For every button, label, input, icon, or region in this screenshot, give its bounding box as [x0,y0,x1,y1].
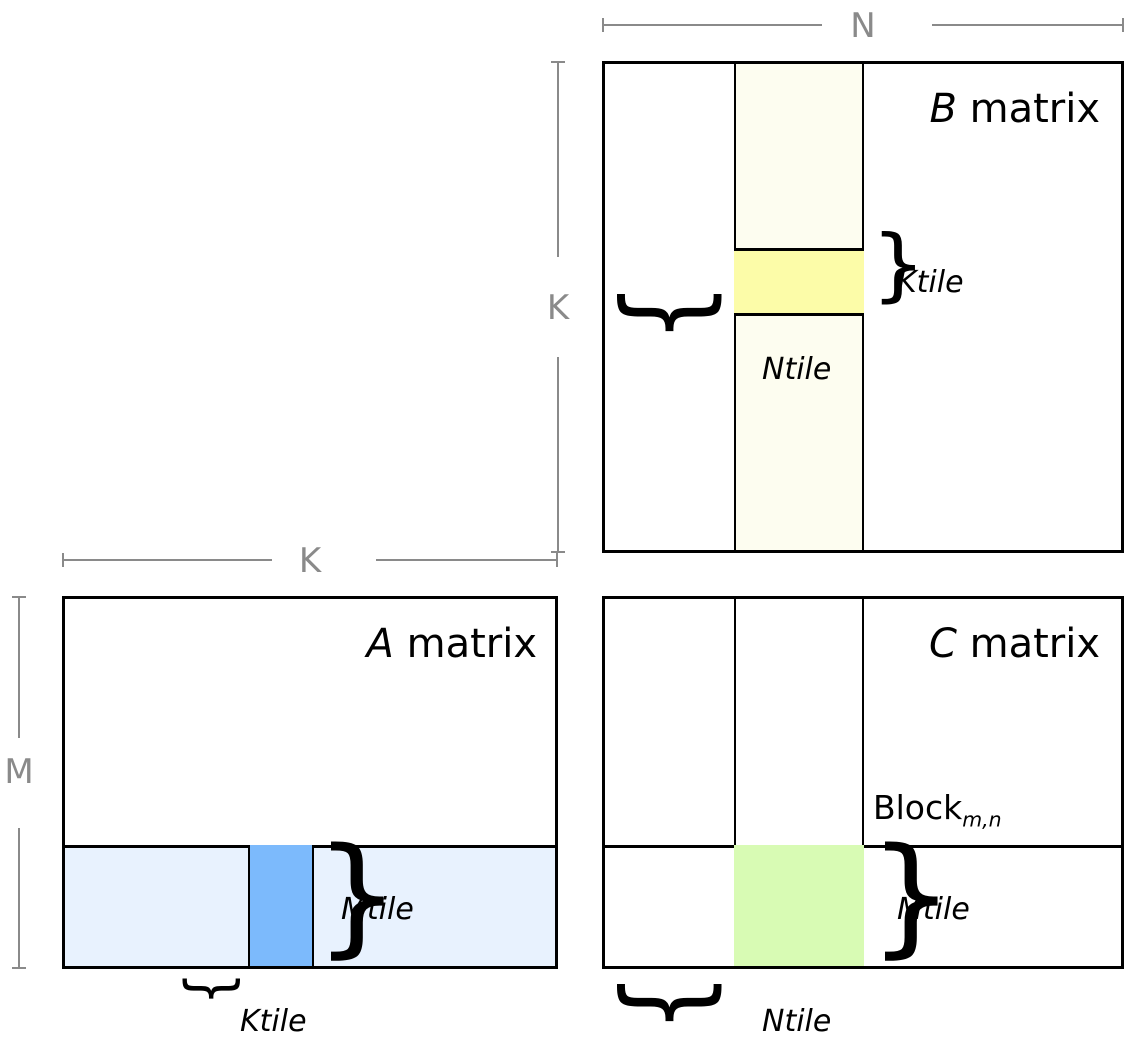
b-matrix-ntile-label: Ntile [762,352,832,387]
b-matrix-ktile-brace: } [871,219,926,311]
dimension-k-horizontal-label: K [298,541,322,581]
dimension-n-cap-left [602,18,604,32]
a-matrix-box: A matrix [62,596,558,969]
c-matrix-column-divider-right [862,599,864,966]
c-matrix-ntile-brace: } [608,972,741,1034]
b-matrix-label-symbol: B [929,86,957,132]
dimension-k-vertical [551,61,565,553]
a-matrix-label-symbol: A [366,621,394,667]
dimension-k-vertical-cap-top [551,61,565,63]
dimension-k-vertical-cap-bottom [551,551,565,553]
dimension-n-segment-left [604,24,822,26]
dimension-n-label: N [850,6,876,46]
b-matrix-ktile-label: Ktile [897,265,964,300]
c-matrix-column-divider-left [734,599,736,966]
b-matrix-ntile-brace: } [608,282,741,344]
b-matrix-tile [734,248,864,316]
a-matrix-label-text: matrix [393,621,537,667]
dimension-k-vertical-label: K [546,288,570,328]
a-matrix-label: A matrix [65,621,537,667]
dimension-n-segment-right [932,24,1122,26]
dimension-m-vertical [12,596,26,969]
dimension-k-horizontal [62,553,558,567]
c-matrix-tile [734,845,864,966]
a-matrix-ktile-label: Ktile [240,1004,307,1039]
c-matrix-block-label-subscript: m,n [962,807,1002,832]
c-matrix-label: C matrix [605,621,1100,667]
c-matrix-ntile-label: Ntile [762,1004,832,1039]
dimension-m-segment-bottom [18,828,20,967]
a-matrix-mtile-brace: } [314,820,401,972]
c-matrix-label-symbol: C [928,621,957,667]
dimension-k-vertical-segment-bottom [557,357,559,551]
dimension-m-label: M [4,752,34,792]
dimension-k-horizontal-segment-right [376,559,556,561]
c-matrix-mtile-brace: } [868,820,955,972]
c-matrix-block-label-base: Block [873,788,963,827]
dimension-m-segment-top [18,598,20,738]
a-matrix-ktile-brace: } [176,972,249,1006]
dimension-k-vertical-segment-top [557,63,559,257]
a-matrix-mtile-label: Mtile [341,892,414,927]
dimension-k-horizontal-cap-left [62,553,64,567]
b-matrix-box: B matrix [602,61,1124,553]
c-matrix-label-text: matrix [956,621,1100,667]
a-matrix-tile [248,845,314,966]
dimension-n-cap-right [1122,18,1124,32]
dimension-m-cap-top [12,596,26,598]
b-matrix-label: B matrix [605,86,1100,132]
c-matrix-box: C matrix Blockm,n [602,596,1124,969]
c-matrix-block-label: Blockm,n [873,788,1002,832]
dimension-k-horizontal-cap-right [556,553,558,567]
c-matrix-mtile-label: Mtile [897,892,970,927]
dimension-k-horizontal-segment-left [64,559,272,561]
b-matrix-label-text: matrix [956,86,1100,132]
dimension-n [602,18,1124,32]
dimension-m-cap-bottom [12,967,26,969]
